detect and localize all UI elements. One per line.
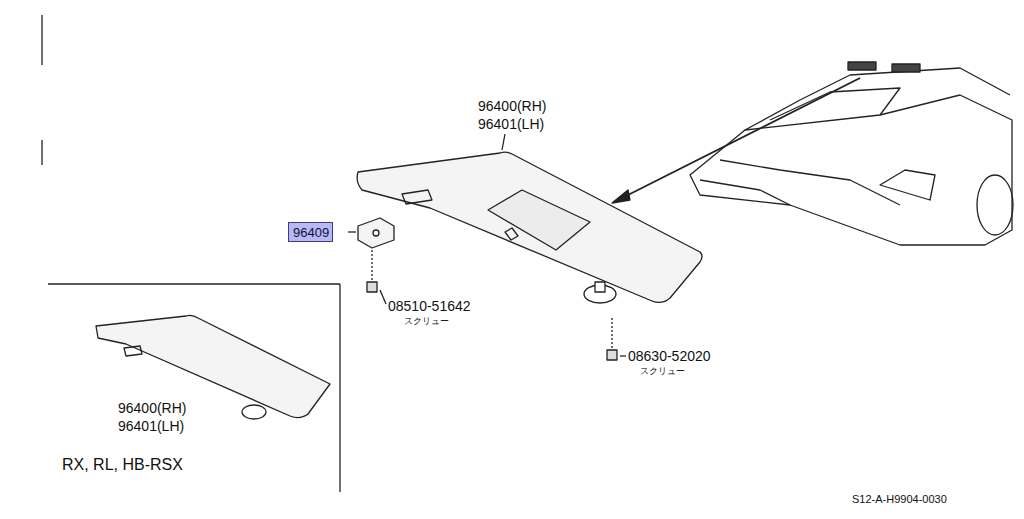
locator-arrow <box>622 78 860 198</box>
headlight <box>880 170 935 200</box>
part-label: スクリュー <box>640 365 685 378</box>
part-label: 96400(RH) <box>118 400 186 416</box>
leader-line <box>502 134 505 150</box>
screw <box>367 282 377 292</box>
part-label: 96400(RH) <box>478 98 546 114</box>
part-label: 08630-52020 <box>628 348 711 364</box>
figure-code: S12-A-H9904-0030 <box>852 493 947 505</box>
model-note: RX, RL, HB-RSX <box>62 456 183 474</box>
screw-axis <box>371 250 372 280</box>
part-label: スクリュー <box>404 315 449 328</box>
car-hood-line <box>700 160 900 205</box>
screw <box>607 350 617 360</box>
part-label: 08510-51642 <box>388 298 471 314</box>
visor-bracket <box>358 218 394 248</box>
visor-location <box>892 64 920 72</box>
leader-line <box>348 231 356 232</box>
sun-visor <box>96 315 330 417</box>
visor-clip <box>124 346 142 356</box>
bracket-hole <box>373 230 379 236</box>
car-roof <box>745 68 1010 130</box>
callout-number: 96409 <box>288 222 333 242</box>
visor-location <box>848 62 876 70</box>
margin-mark <box>41 140 42 165</box>
windshield <box>770 88 900 120</box>
part-label: 96401(LH) <box>478 116 544 132</box>
part-label: 96401(LH) <box>118 418 184 434</box>
mirror-tab <box>505 228 518 240</box>
screw-axis <box>611 318 612 348</box>
inset-frame <box>339 284 340 492</box>
visor-hinge <box>242 405 266 419</box>
visor-clip <box>402 190 432 204</box>
arrowhead <box>612 190 630 203</box>
car-body <box>690 95 1012 245</box>
margin-mark <box>41 15 42 65</box>
sun-visor <box>357 152 702 302</box>
hinge-post <box>595 282 605 292</box>
wheel <box>977 175 1013 235</box>
leader-line <box>620 355 626 356</box>
inset-frame <box>48 283 340 284</box>
vanity-mirror <box>488 190 590 250</box>
callout-text: 96409 <box>293 225 328 241</box>
leader-line <box>380 290 386 304</box>
